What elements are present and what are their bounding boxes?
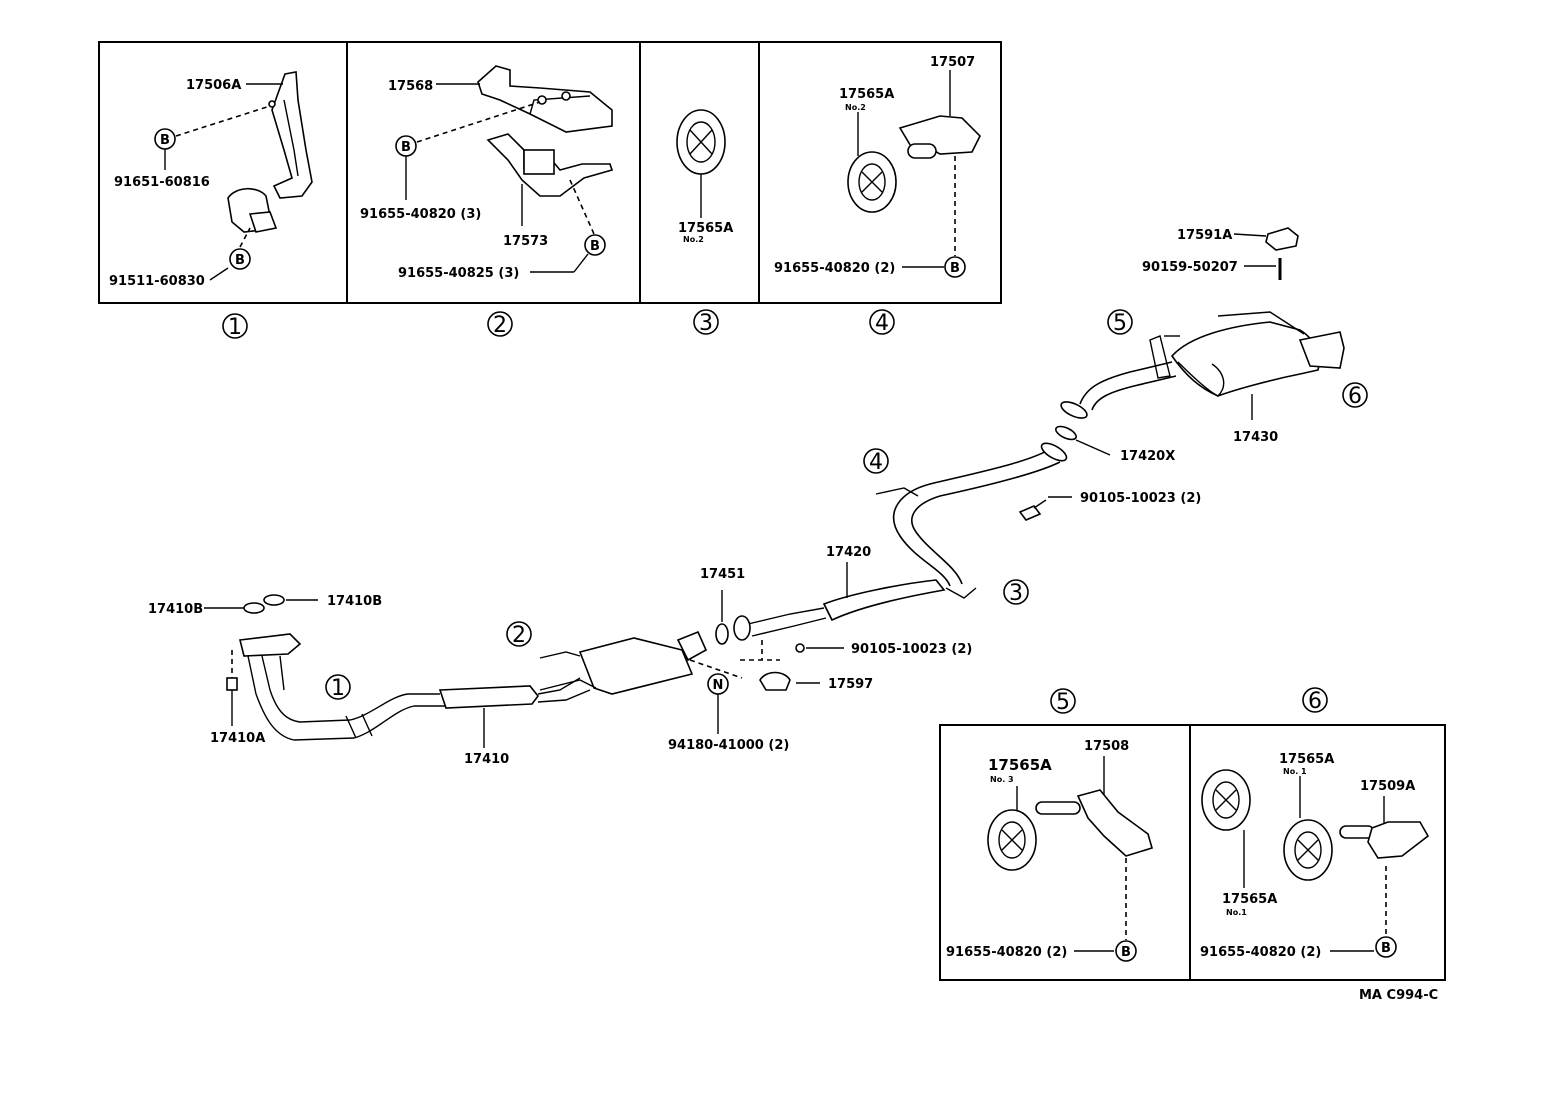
bolt-marker (229, 248, 251, 270)
label-17430: 17430 (1233, 430, 1278, 445)
sublabel-no2: No.2 (845, 103, 866, 112)
hanger-bracket-17509a (1367, 821, 1430, 859)
label-91655-40820-2: 91655-40820 (2) (946, 945, 1067, 960)
resonator-17420 (822, 579, 946, 622)
label-90105-10023-a: 90105-10023 (2) (1080, 491, 1201, 506)
label-17410b-right: 17410B (327, 594, 382, 609)
front-pipe-17410 (438, 685, 540, 709)
label-91655-40825-3: 91655-40825 (3) (398, 266, 519, 281)
panel-1: 17506A B 91651-60816 B 91511-60830 (109, 71, 313, 289)
label-17506a: 17506A (186, 78, 241, 93)
label-17565a: 17565A (839, 87, 894, 102)
bolt-marker (584, 234, 606, 256)
drawing-code: MA C994-C (1359, 988, 1438, 1003)
callout-6 (1342, 382, 1368, 408)
inset-panels-top (98, 41, 1002, 304)
converter (578, 637, 694, 695)
panel-5: 17565A No. 3 17508 B 91655-40820 (2) (946, 739, 1153, 962)
panel-number-6: 6 (1308, 689, 1322, 714)
callout-6-text: 6 (1348, 384, 1362, 409)
label-17410: 17410 (464, 752, 509, 767)
sublabel-no2: No.2 (683, 235, 704, 244)
label-17507: 17507 (930, 55, 975, 70)
gasket-17420x (1055, 425, 1077, 441)
panel-3: 17565A No.2 (676, 109, 733, 244)
bolt-marker-letter: B (590, 239, 600, 254)
label-17451: 17451 (700, 567, 745, 582)
hanger-bracket-17508 (1076, 789, 1153, 857)
bolt-marker (1115, 940, 1137, 962)
nut-marker-letter: N (713, 678, 724, 693)
label-94180-41000: 94180-41000 (2) (668, 738, 789, 753)
sublabel-no3: No. 3 (990, 775, 1014, 784)
muffler-17430 (1170, 321, 1320, 397)
label-90105-10023-b: 90105-10023 (2) (851, 642, 972, 657)
label-17565a: 17565A (988, 756, 1052, 774)
callout-3 (1003, 579, 1029, 605)
bolt-marker-letter: B (1121, 945, 1131, 960)
panel-6: 17565A No.1 17565A No. 1 17509A B 91655-… (1200, 752, 1430, 960)
label-17565a-upper: 17565A (1279, 752, 1334, 767)
callout-4 (863, 448, 889, 474)
callout-4-text: 4 (869, 450, 883, 475)
label-17565a-lower: 17565A (1222, 892, 1277, 907)
panel-number-1: 1 (228, 315, 242, 340)
label-91655-40820-2: 91655-40820 (2) (774, 261, 895, 276)
panel-number-2: 2 (493, 313, 507, 338)
panel-4: 17565A No.2 17507 B 91655-40820 (2) (774, 55, 981, 278)
label-17568: 17568 (388, 79, 433, 94)
clip-17591a (1265, 227, 1299, 251)
callout-5 (1107, 309, 1133, 335)
label-17508: 17508 (1084, 739, 1129, 754)
callout-3-text: 3 (1009, 581, 1023, 606)
bolt-90105 (1018, 505, 1042, 521)
inset-panels-bottom: 5 6 (939, 687, 1446, 981)
bolt-marker-letter: B (160, 133, 170, 148)
panel-number-3: 3 (699, 311, 713, 336)
callout-2 (506, 621, 532, 647)
sublabel-no1-upper: No. 1 (1283, 767, 1307, 776)
label-17597: 17597 (828, 677, 873, 692)
label-90159-50207: 90159-50207 (1142, 260, 1238, 275)
bolt-marker-letter: B (1381, 941, 1391, 956)
label-17573: 17573 (503, 234, 548, 249)
label-17410a: 17410A (210, 731, 265, 746)
bolt-marker-letter: B (235, 253, 245, 268)
panel-number-row: 1 2 3 4 (222, 309, 895, 340)
bracket-17506a (271, 71, 313, 199)
label-17420x: 17420X (1120, 449, 1175, 464)
label-17591a: 17591A (1177, 228, 1232, 243)
label-91655-40820-2: 91655-40820 (2) (1200, 945, 1321, 960)
bolt-marker (944, 256, 966, 278)
label-91655-40820-3: 91655-40820 (3) (360, 207, 481, 222)
callout-5-text: 5 (1113, 311, 1127, 336)
callout-1 (325, 674, 351, 700)
seat-17597 (759, 671, 791, 691)
label-17410b-left: 17410B (148, 602, 203, 617)
panel-number-5: 5 (1056, 690, 1070, 715)
inset-frame-top (98, 41, 1002, 304)
label-91511-60830: 91511-60830 (109, 274, 205, 289)
label-17509a: 17509A (1360, 779, 1415, 794)
panel-number-4: 4 (875, 311, 889, 336)
label-17420: 17420 (826, 545, 871, 560)
sublabel-no1-lower: No.1 (1226, 908, 1247, 917)
panel-2: 17568 B 91655-40820 (3) 17573 B 91655-40… (360, 65, 614, 281)
callout-2-text: 2 (512, 623, 526, 648)
main-assembly: 17591A 90159-50207 17430 17420X 17420 (148, 227, 1368, 767)
callout-1-text: 1 (331, 676, 345, 701)
gasket-17451 (715, 623, 729, 645)
inset-frame-bottom (939, 724, 1446, 981)
bolt-marker-letter: B (950, 261, 960, 276)
bolt-marker (1375, 936, 1397, 958)
label-17565a: 17565A (678, 221, 733, 236)
label-91651-60816: 91651-60816 (114, 175, 210, 190)
bolt-marker-letter: B (401, 140, 411, 155)
